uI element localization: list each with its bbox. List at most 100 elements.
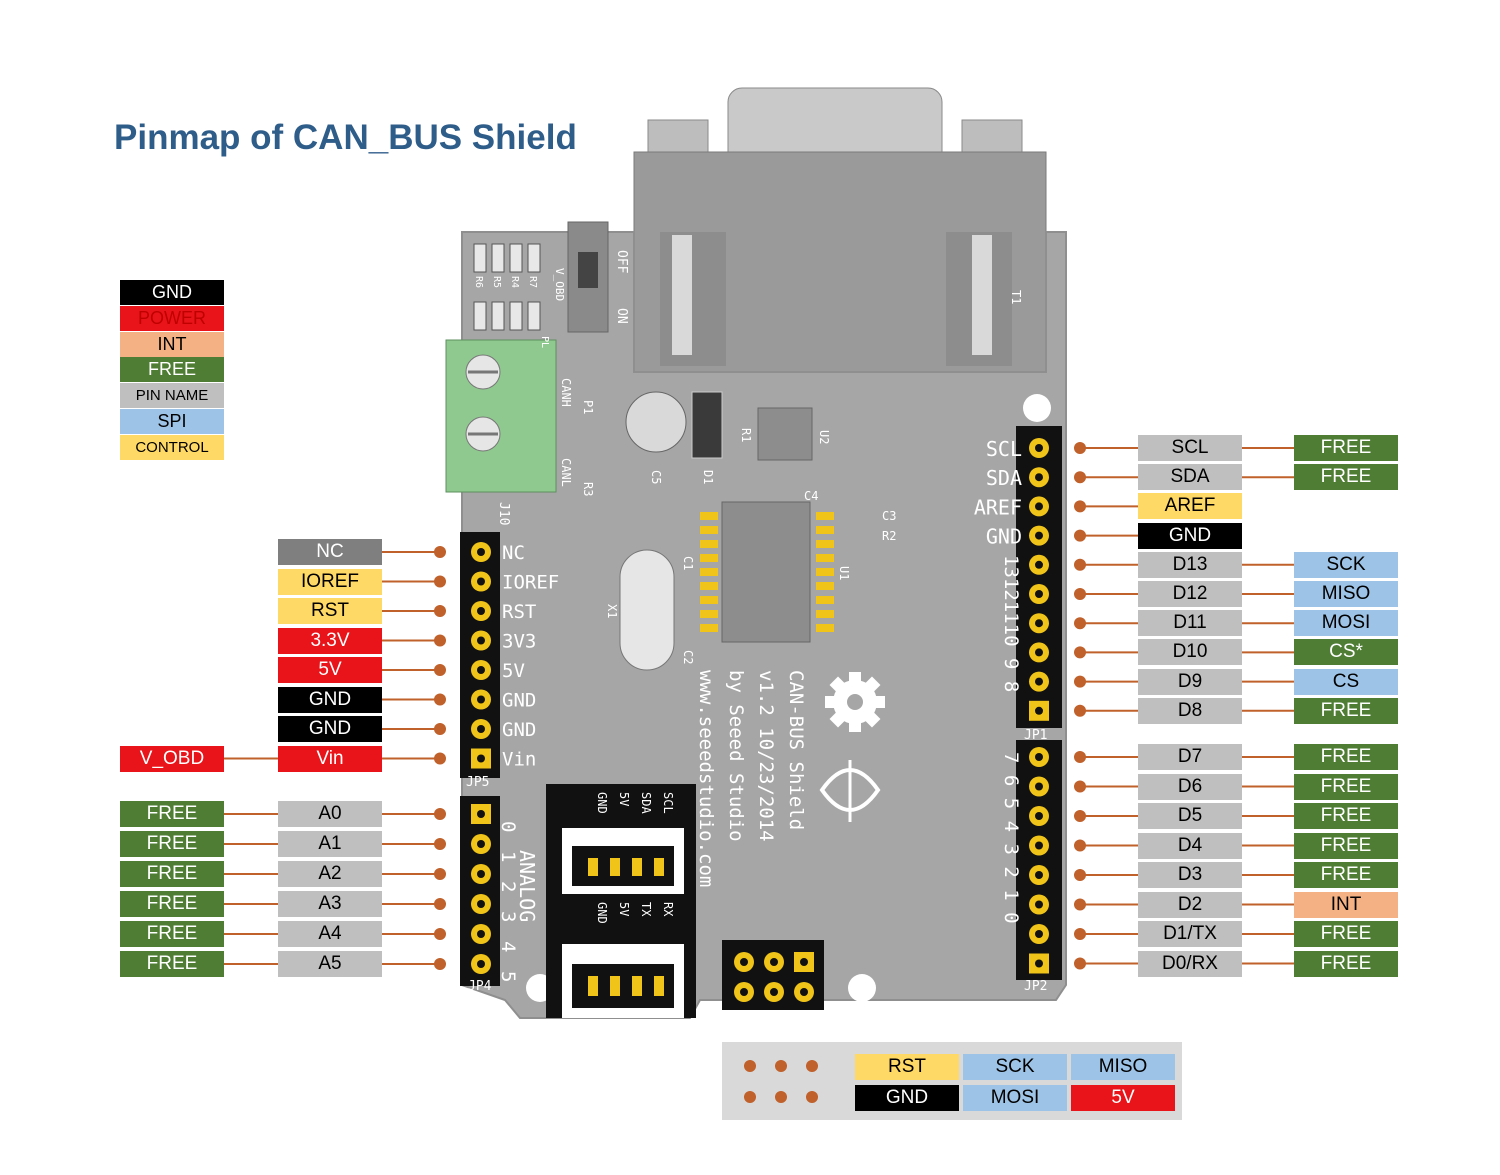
func-label-mosi: MOSI <box>1294 610 1398 637</box>
silk-component-label: P1 <box>581 400 595 414</box>
seeed-logo-icon <box>819 768 881 812</box>
seeed-gear-icon <box>825 672 885 732</box>
silk-analog-pin: 4 <box>497 941 519 952</box>
connector-dot <box>434 605 446 617</box>
connector-dot <box>434 838 446 850</box>
connector-dot <box>1074 810 1086 822</box>
silk-power-pin: GND <box>502 719 536 741</box>
pin-label-vin: Vin <box>278 745 382 772</box>
header-pin-hole <box>477 607 485 615</box>
header-pin-hole <box>1035 502 1043 511</box>
silk-switch-off: OFF <box>614 250 629 274</box>
func-label-free: FREE <box>1294 921 1398 947</box>
func-label-free: FREE <box>1294 862 1398 888</box>
func-label-free: FREE <box>1294 464 1398 491</box>
header-pin-hole <box>1035 677 1043 686</box>
pin-label-gnd: GND <box>278 716 382 742</box>
header-pin-hole <box>477 548 485 556</box>
icsp-legend-dot <box>775 1060 787 1072</box>
silk-component-label: R2 <box>882 529 896 543</box>
pin-label-rst: RST <box>278 598 382 624</box>
header-pin-hole <box>1035 812 1043 820</box>
icsp-legend-dot <box>744 1060 756 1072</box>
silk-analog-pin: 0 <box>497 821 519 832</box>
silk-component-label: X1 <box>605 604 619 618</box>
grove-pin <box>654 858 664 876</box>
silk-resistor-label: R5 <box>491 276 502 288</box>
silk-power-pin: Vin <box>502 749 536 771</box>
silk-component-label: C5 <box>649 470 663 484</box>
silk-component-label: R1 <box>739 428 753 442</box>
header-pin-hole <box>1035 590 1043 598</box>
silk-power-pin: 3V3 <box>502 631 536 653</box>
pin-label-d11: D11 <box>1138 610 1242 637</box>
pin-label-d8: D8 <box>1138 697 1242 724</box>
silk-grove-i2c-label: GND <box>595 792 609 814</box>
diagram-title: Pinmap of CAN_BUS Shield <box>114 118 577 157</box>
silk-switch-vobd: V_OBD <box>553 268 566 301</box>
obd-switch-knob <box>578 252 598 288</box>
connector-dot <box>1074 646 1086 659</box>
func-label-free: FREE <box>1294 832 1398 859</box>
silk-component-label: C4 <box>804 489 818 503</box>
diode-d1 <box>691 391 723 459</box>
pin-label-d6: D6 <box>1138 773 1242 800</box>
icsp-legend-dot <box>806 1091 818 1103</box>
connector-dot <box>434 808 446 820</box>
header-pin-hole <box>477 695 485 704</box>
icsp-label-gnd: GND <box>855 1085 959 1111</box>
silk-grove-uart-label: 5V <box>617 902 631 916</box>
connector-dot <box>1074 588 1086 600</box>
connector-dot <box>1074 500 1086 513</box>
pin-label-d1tx: D1/TX <box>1138 921 1242 947</box>
silk-component-label: C2 <box>681 650 695 664</box>
connector-dot <box>1074 780 1086 793</box>
header-pin-hole <box>1035 444 1043 452</box>
pin-label-scl: SCL <box>1138 435 1242 461</box>
silk-component-label: CANH <box>559 378 573 407</box>
chip-u1-pins <box>700 512 834 632</box>
silk-jp-label: JP1 <box>1024 728 1047 743</box>
silk-power-pin: RST <box>502 601 536 623</box>
silk-right-pin: GND <box>986 525 1022 549</box>
connector-dot <box>1074 558 1086 571</box>
pin-label-d2: D2 <box>1138 891 1242 918</box>
silk-power-pin: GND <box>502 690 536 712</box>
header-pin-hole <box>800 958 808 966</box>
silk-jp-label: JP5 <box>466 775 489 790</box>
header-pin-hole <box>1035 782 1043 791</box>
silk-switch-on: ON <box>614 308 629 324</box>
func-label-free: FREE <box>1294 435 1398 461</box>
header-pin-hole <box>770 958 778 966</box>
func-label-cs: CS* <box>1294 639 1398 666</box>
silk-grove-i2c-label: SCL <box>661 792 675 814</box>
pin-label-a1: A1 <box>278 831 382 857</box>
pin-label-a4: A4 <box>278 921 382 947</box>
pin-label-ioref: IOREF <box>278 568 382 595</box>
silk-grove-i2c-label: 5V <box>617 792 631 806</box>
header-pin-hole <box>1035 753 1043 761</box>
pin-label-d3: D3 <box>1138 862 1242 888</box>
legend-power: POWER <box>120 305 224 331</box>
legend-int: INT <box>120 331 224 357</box>
func-label-analog: FREE <box>120 831 224 857</box>
pin-label-a3: A3 <box>278 891 382 917</box>
icsp-legend-dot <box>744 1091 756 1103</box>
connector-dot <box>434 634 446 647</box>
legend-pin_name: PIN NAME <box>120 383 224 409</box>
connector-dot <box>434 546 446 558</box>
func-label-vobd: V_OBD <box>120 745 224 772</box>
silk-analog-pin: 5 <box>497 971 519 982</box>
grove-pin <box>610 976 620 996</box>
func-label-cs: CS <box>1294 668 1398 695</box>
legend-gnd: GND <box>120 280 224 305</box>
silk-resistor-label: PL <box>539 336 550 348</box>
legend-control: CONTROL <box>120 434 224 460</box>
connector-dot <box>434 664 446 676</box>
connector-dot <box>434 868 446 880</box>
pin-label-d9: D9 <box>1138 668 1242 695</box>
pin-label-d10: D10 <box>1138 639 1242 666</box>
silk-power-pin: 5V <box>502 660 525 682</box>
pin-label-d13: D13 <box>1138 551 1242 578</box>
silk-grove-i2c-label: SDA <box>639 792 653 814</box>
